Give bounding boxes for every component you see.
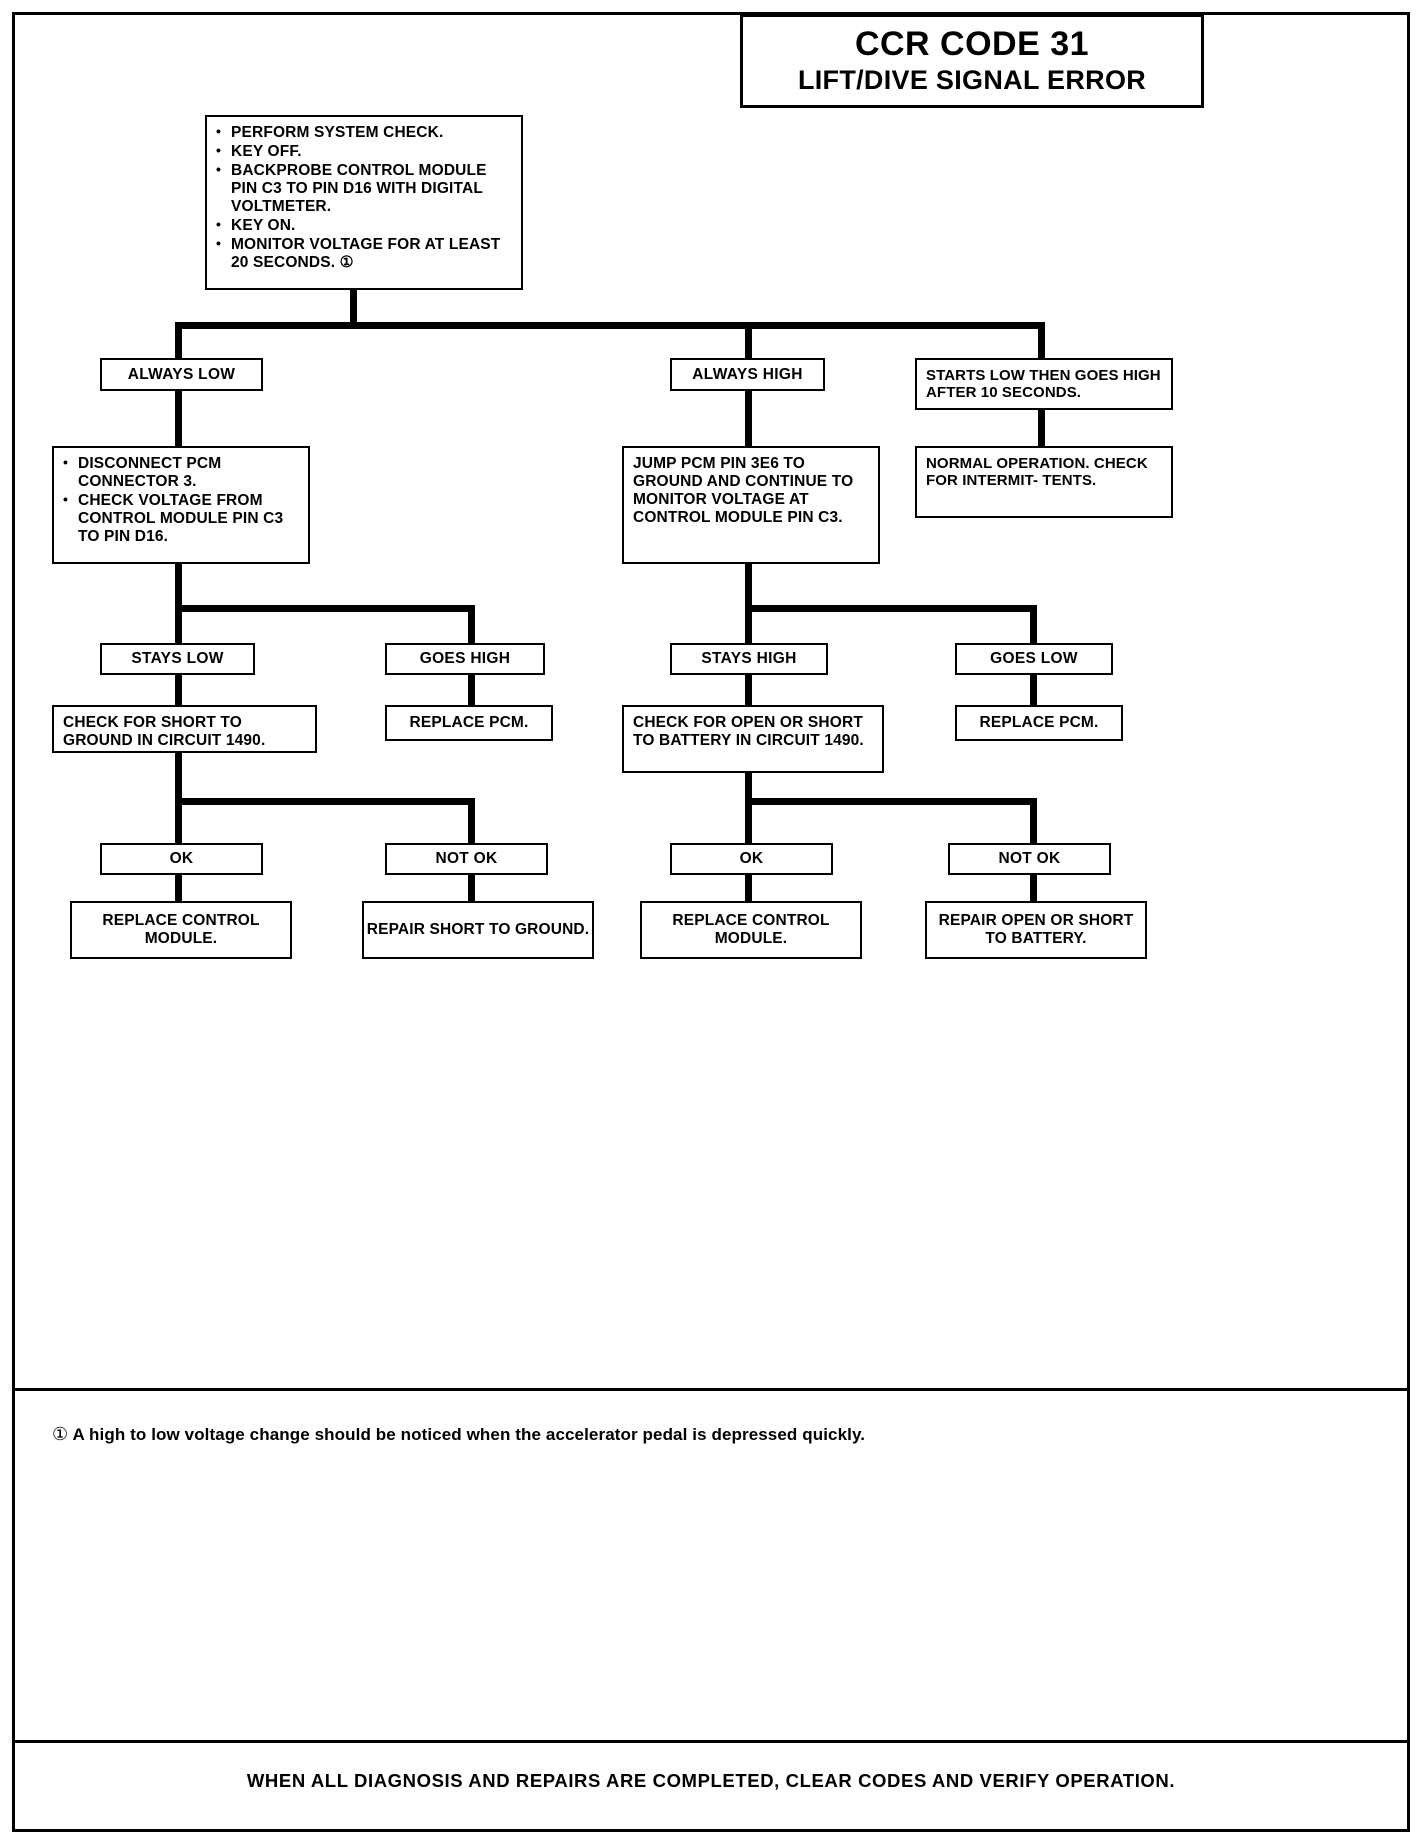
connector-stays-high-split-bus [745, 798, 1037, 805]
decision-label-stays-low: STAYS LOW [100, 643, 255, 675]
result-box-replace-control-module-left: REPLACE CONTROL MODULE. [70, 901, 292, 959]
connector-drop-not-ok-left [468, 798, 475, 843]
connector-drop-ok-left [175, 798, 182, 843]
connector-always-low-to-action [175, 391, 182, 446]
action-box-always-high: JUMP PCM PIN 3E6 TO GROUND AND CONTINUE … [622, 446, 880, 564]
list-item: KEY OFF. [216, 142, 513, 161]
connector-goes-high-to-action [468, 675, 475, 705]
action-box-normal-operation: NORMAL OPERATION. CHECK FOR INTERMIT- TE… [915, 446, 1173, 518]
connector-drop-always-low [175, 322, 182, 360]
page-border [12, 12, 1410, 1832]
connector-stays-high-split-stem [745, 773, 752, 805]
connector-always-low-split-bus [175, 605, 475, 612]
connector-drop-goes-low [1030, 605, 1037, 643]
connector-always-high-split-bus [745, 605, 1037, 612]
list-item: PERFORM SYSTEM CHECK. [216, 123, 513, 142]
connector-drop-starts-low [1038, 322, 1045, 360]
decision-label-goes-high: GOES HIGH [385, 643, 545, 675]
decision-label-starts-low: STARTS LOW THEN GOES HIGH AFTER 10 SECON… [915, 358, 1173, 410]
action-box-stays-low: CHECK FOR SHORT TO GROUND IN CIRCUIT 149… [52, 705, 317, 753]
connector-always-high-to-action [745, 391, 752, 446]
connector-always-low-split-stem [175, 564, 182, 608]
connector-drop-goes-high [468, 605, 475, 643]
decision-label-ok-right: OK [670, 843, 833, 875]
decision-label-ok-left: OK [100, 843, 263, 875]
connector-not-ok-left-to-action [468, 875, 475, 901]
list-item: DISCONNECT PCM CONNECTOR 3. [63, 454, 300, 491]
connector-main-bus [175, 322, 1045, 329]
decision-label-not-ok-left: NOT OK [385, 843, 548, 875]
action-text: NORMAL OPERATION. CHECK FOR INTERMIT- TE… [926, 455, 1148, 490]
result-box-replace-control-module-right: REPLACE CONTROL MODULE. [640, 901, 862, 959]
connector-stays-low-to-action [175, 675, 182, 705]
connector-ok-right-to-action [745, 875, 752, 901]
action-box-goes-low: REPLACE PCM. [955, 705, 1123, 741]
result-box-repair-open-or-short-to-battery: REPAIR OPEN OR SHORT TO BATTERY. [925, 901, 1147, 959]
connector-always-high-split-stem [745, 564, 752, 608]
footer-divider [12, 1740, 1410, 1743]
connector-goes-low-to-action [1030, 675, 1037, 705]
connector-drop-ok-right [745, 798, 752, 843]
decision-text: STARTS LOW THEN GOES HIGH AFTER 10 SECON… [926, 367, 1161, 402]
list-item: CHECK VOLTAGE FROM CONTROL MODULE PIN C3… [63, 491, 300, 546]
footnote-marker: ① [52, 1424, 69, 1444]
connector-stays-low-split-stem [175, 753, 182, 801]
list-item: KEY ON. [216, 216, 513, 235]
connector-ok-left-to-action [175, 875, 182, 901]
start-bullet-list: PERFORM SYSTEM CHECK. KEY OFF. BACKPROBE… [216, 123, 513, 272]
connector-not-ok-right-to-action [1030, 875, 1037, 901]
start-instruction-box: PERFORM SYSTEM CHECK. KEY OFF. BACKPROBE… [205, 115, 523, 290]
footer-note: WHEN ALL DIAGNOSIS AND REPAIRS ARE COMPL… [246, 1770, 1176, 1791]
action-text: JUMP PCM PIN 3E6 TO GROUND AND CONTINUE … [633, 455, 854, 526]
action-text: CHECK FOR OPEN OR SHORT TO BATTERY IN CI… [633, 714, 864, 749]
list-item: BACKPROBE CONTROL MODULE PIN C3 TO PIN D… [216, 161, 513, 216]
always-low-bullet-list: DISCONNECT PCM CONNECTOR 3. CHECK VOLTAG… [63, 454, 300, 546]
footnote-text: A high to low voltage change should be n… [72, 1425, 866, 1444]
connector-drop-not-ok-right [1030, 798, 1037, 843]
list-item: MONITOR VOLTAGE FOR AT LEAST 20 SECONDS.… [216, 235, 513, 272]
connector-start-stem [350, 290, 357, 326]
decision-label-goes-low: GOES LOW [955, 643, 1113, 675]
footnote: ① A high to low voltage change should be… [52, 1424, 1232, 1445]
connector-stays-high-to-action [745, 675, 752, 705]
result-box-repair-short-to-ground: REPAIR SHORT TO GROUND. [362, 901, 594, 959]
connector-drop-always-high [745, 322, 752, 360]
decision-label-stays-high: STAYS HIGH [670, 643, 828, 675]
page-title: CCR CODE 31 [854, 24, 1090, 63]
decision-label-not-ok-right: NOT OK [948, 843, 1111, 875]
connector-starts-low-to-action [1038, 410, 1045, 446]
action-text: CHECK FOR SHORT TO GROUND IN CIRCUIT 149… [63, 714, 266, 749]
header-title-block: CCR CODE 31 LIFT/DIVE SIGNAL ERROR [740, 14, 1204, 108]
connector-drop-stays-low [175, 605, 182, 643]
page-subtitle: LIFT/DIVE SIGNAL ERROR [797, 64, 1147, 95]
footnote-divider [12, 1388, 1410, 1391]
connector-stays-low-split-bus [175, 798, 475, 805]
action-box-stays-high: CHECK FOR OPEN OR SHORT TO BATTERY IN CI… [622, 705, 884, 773]
decision-label-always-high: ALWAYS HIGH [670, 358, 825, 391]
connector-drop-stays-high [745, 605, 752, 643]
action-box-goes-high: REPLACE PCM. [385, 705, 553, 741]
decision-label-always-low: ALWAYS LOW [100, 358, 263, 391]
action-box-always-low: DISCONNECT PCM CONNECTOR 3. CHECK VOLTAG… [52, 446, 310, 564]
